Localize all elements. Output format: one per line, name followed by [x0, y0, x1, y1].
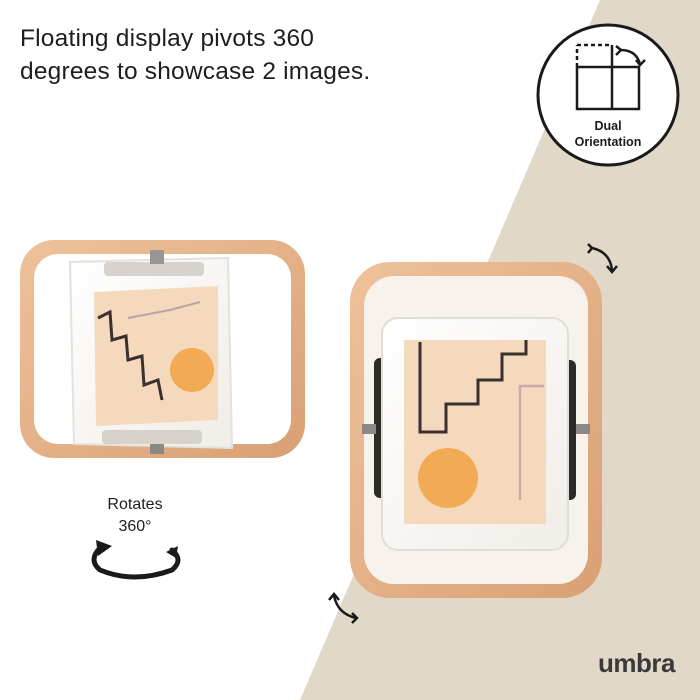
dual-orientation-badge [536, 23, 680, 167]
rotate-small-icon-bottom [328, 592, 359, 624]
dual-orientation-icon [575, 43, 646, 111]
frame-landscape [20, 240, 305, 458]
rotate-label-line-1: Rotates [107, 496, 163, 513]
brand-logo: umbra [598, 648, 675, 678]
headline-line-2: degrees to showcase 2 images. [20, 58, 371, 85]
rotate-small-icon-top [587, 243, 618, 274]
rotate-label-line-2: 360° [118, 518, 152, 535]
badge-label: Dual Orientation [545, 118, 671, 150]
badge-label-line-1: Dual [594, 119, 622, 133]
frame-portrait [350, 262, 602, 598]
headline-line-1: Floating display pivots 360 [20, 25, 315, 52]
rotate-arrow-icon [91, 540, 181, 580]
badge-label-line-2: Orientation [574, 135, 642, 149]
headline: Floating display pivots 360 degrees to s… [20, 22, 440, 88]
rotate-label: Rotates 360° [70, 494, 200, 538]
